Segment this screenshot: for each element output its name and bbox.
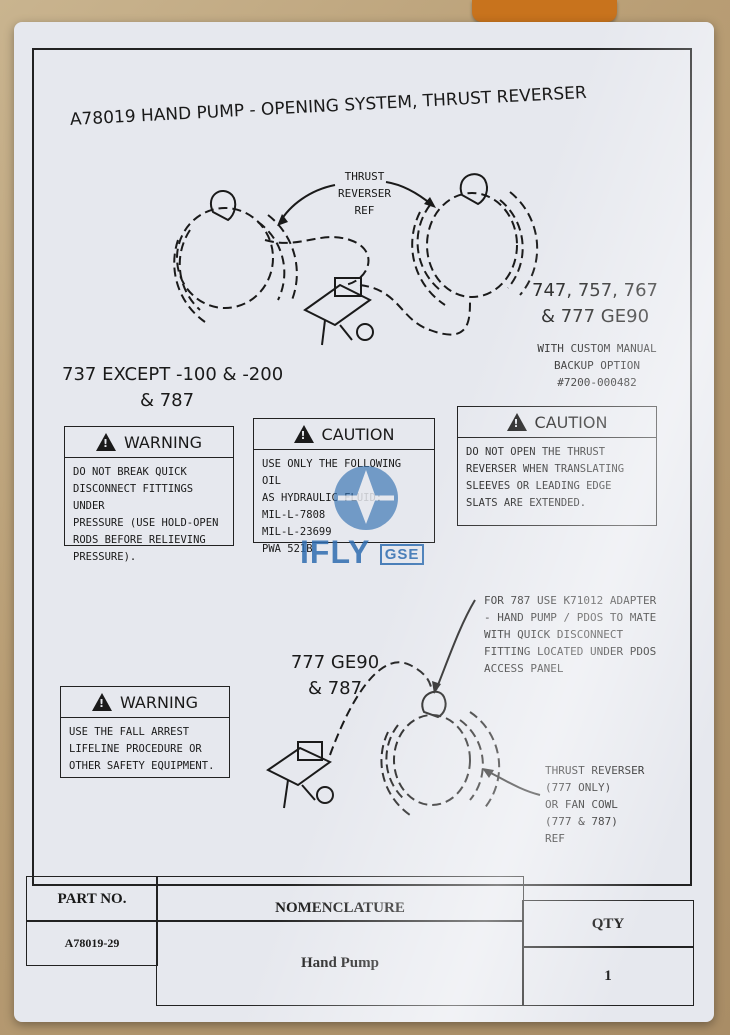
lower-intake	[421, 690, 447, 719]
lower-engine-inner	[393, 714, 471, 806]
warning-triangle-icon	[95, 433, 116, 451]
lower-pump-wheel	[316, 786, 334, 804]
left-intake	[210, 190, 237, 222]
left-engine-inner	[176, 207, 274, 309]
lower-engine-arc-c	[380, 731, 411, 816]
qty-value: 1	[522, 946, 694, 1006]
warning-body: USE THE FALL ARREST LIFELINE PROCEDURE O…	[69, 726, 215, 772]
hose-right	[359, 284, 471, 336]
part-no-header: PART NO.	[26, 876, 158, 922]
warning-triangle-icon	[506, 413, 527, 431]
part-no-value: A78019-29	[26, 920, 158, 966]
hose-lower	[329, 661, 433, 756]
models-right: 747, 757, 767 & 777 GE90	[532, 280, 658, 327]
caution-header: CAUTION	[534, 412, 608, 432]
right-engine-arc-c	[411, 211, 446, 306]
backup-option-note: WITH CUSTOM MANUAL BACKUP OPTION #7200-0…	[537, 342, 657, 389]
lower-engine-arc-d	[469, 711, 501, 811]
caution-body: DO NOT OPEN THE THRUST REVERSER WHEN TRA…	[466, 446, 625, 509]
caution-box-reverser: CAUTION DO NOT OPEN THE THRUST REVERSER …	[457, 406, 657, 526]
diagram-frame	[32, 48, 692, 886]
thrust-reverser-ref-label: THRUST REVERSER REF	[338, 170, 391, 217]
warning-box-fittings: WARNING DO NOT BREAK QUICK DISCONNECT FI…	[64, 426, 234, 563]
warning-header: WARNING	[123, 432, 203, 452]
lower-engine-arc-a	[385, 724, 406, 801]
right-engine-arc-d	[509, 191, 539, 296]
parts-table: PART NO. NOMENCLATURE QTY A78019-29 Hand…	[26, 876, 696, 1008]
warning-box-fall-arrest: WARNING USE THE FALL ARREST LIFELINE PRO…	[60, 686, 230, 778]
left-engine-arc-a	[178, 229, 201, 311]
leader-right	[385, 181, 433, 206]
warning-body: DO NOT BREAK QUICK DISCONNECT FITTINGS U…	[73, 466, 219, 563]
orange-tape	[472, 0, 617, 22]
qty-header: QTY	[522, 900, 694, 948]
leader-adapter	[435, 599, 476, 691]
watermark-plane-icon	[334, 466, 398, 530]
caution-header: CAUTION	[321, 424, 395, 444]
upper-pump-wheel	[356, 323, 374, 341]
left-engine-arc-c	[173, 239, 206, 323]
left-engine-arc-b	[257, 221, 286, 301]
nomenclature-value: Hand Pump	[156, 920, 524, 1006]
models-left: 737 EXCEPT -100 & -200 & 787	[62, 364, 284, 411]
thrust-reverser-lower-label: THRUST REVERSER (777 ONLY) OR FAN COWL (…	[545, 764, 645, 845]
leader-lower-tr	[484, 769, 541, 796]
lower-engine-arc-b	[459, 719, 484, 801]
warning-triangle-icon	[293, 425, 314, 443]
watermark-suffix: GSE	[379, 544, 425, 566]
leader-left	[279, 184, 336, 223]
warning-header: WARNING	[119, 692, 199, 712]
warning-triangle-icon	[91, 693, 112, 711]
right-intake	[459, 173, 488, 206]
watermark-logo: IFLY GSE	[300, 462, 440, 572]
right-engine-arc-b	[499, 199, 524, 289]
nomenclature-header: NOMENCLATURE	[156, 876, 524, 922]
adapter-note: FOR 787 USE K71012 ADAPTER - HAND PUMP /…	[484, 594, 657, 675]
lower-pump-tank	[297, 741, 323, 761]
hose-left	[264, 236, 370, 286]
right-engine-inner	[426, 192, 518, 298]
models-lower: 777 GE90 & 787	[290, 652, 380, 699]
upper-pump-tank	[334, 277, 362, 297]
right-engine-arc-a	[416, 204, 441, 291]
watermark-brand: IFLY	[300, 534, 370, 570]
left-engine-arc-d	[267, 214, 298, 301]
